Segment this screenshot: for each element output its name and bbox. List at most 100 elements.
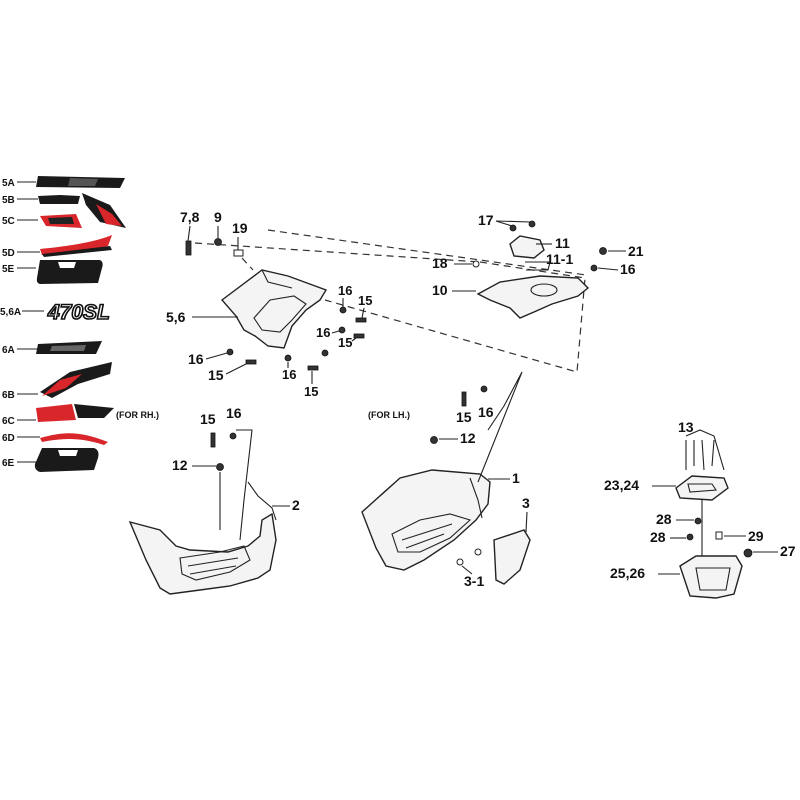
dashed-upper-line (267, 229, 587, 276)
decal-5a-lettering (68, 178, 98, 186)
callout-16-a: 16 (338, 283, 352, 298)
decal-label-5c: 5C (2, 216, 15, 227)
strip-11-1 (525, 261, 551, 271)
footwell-lh-ribs (401, 523, 453, 549)
dashed-tab-line (241, 257, 254, 271)
decal-label-6c: 6C (2, 416, 15, 427)
callout-15-f: 15 (456, 409, 472, 425)
footwell-lh-1 (361, 371, 531, 585)
screw-12-a (216, 463, 224, 471)
callout-1: 1 (512, 470, 520, 486)
callout-21: 21 (628, 243, 644, 259)
knob-27 (743, 548, 753, 558)
callout-12-b: 12 (460, 430, 476, 446)
callout-11-1: 11-1 (546, 251, 573, 267)
callout-28-a: 28 (656, 511, 672, 527)
leader-15-a (361, 307, 365, 319)
decal-label-5a: 5A (2, 178, 15, 189)
callout-15-c: 15 (208, 367, 224, 383)
callout-17: 17 (478, 212, 494, 228)
box-25-26-inner (695, 567, 731, 591)
callout-15-d: 15 (304, 384, 318, 399)
box-25-26 (679, 555, 743, 599)
note-for-rh: (FOR RH.) (116, 410, 159, 420)
washer-16-g (229, 432, 237, 440)
callout-13: 13 (678, 419, 694, 435)
footwell-rh-2 (128, 429, 277, 595)
grommet-3-1-b (456, 558, 464, 566)
callout-10: 10 (432, 282, 448, 298)
decal-6e-notch (58, 450, 78, 456)
footwell-lh-guard-line (477, 371, 523, 483)
callout-15-e: 15 (200, 411, 216, 427)
decal-label-56a: 5,6A (0, 307, 21, 318)
callout-27: 27 (780, 543, 796, 559)
leader-16-b (331, 330, 340, 334)
decal-5e-shape (36, 260, 103, 284)
side-cover-edge (261, 269, 293, 289)
grommet-3-1-a (474, 548, 482, 556)
leader-17-b (495, 220, 531, 223)
leader-3 (525, 511, 528, 533)
footwell-lh-floor (391, 513, 472, 553)
decal-label-6d: 6D (2, 433, 15, 444)
screw-21 (599, 247, 607, 255)
washer-16-f (590, 264, 598, 272)
footwell-lh-edge (469, 477, 483, 519)
callout-16-e: 16 (620, 261, 636, 277)
callout-16-d: 16 (282, 367, 296, 382)
decal-6c-shape (36, 404, 76, 422)
clip-18 (472, 260, 480, 268)
decal-6b-red-stripe (42, 374, 82, 396)
bracket-11 (509, 235, 545, 259)
storage-box-assembly (675, 429, 753, 599)
leader-17-a (495, 220, 513, 227)
washer-16-e (321, 349, 329, 357)
washer-16-h (480, 385, 488, 393)
center-cover-opening (530, 283, 558, 297)
leader-7-8 (187, 225, 191, 242)
bolt-15-d (307, 365, 319, 371)
callout-16-f: 16 (226, 405, 242, 421)
bolt-15-a (355, 317, 367, 323)
decal-6a-lettering (50, 345, 86, 351)
decal-list: 5A 5B 5C 5D 5E 5,6A 470SL 6A (0, 176, 126, 472)
callout-28-b: 28 (650, 529, 666, 545)
decal-5e-notch (58, 262, 76, 268)
decal-label-6a: 6A (2, 345, 15, 356)
callout-29: 29 (748, 528, 764, 544)
decal-label-6b: 6B (2, 390, 15, 401)
decal-label-5d: 5D (2, 248, 15, 259)
callout-19: 19 (232, 220, 248, 236)
footwell-rh-ribs (187, 557, 239, 575)
footwell-lh-body (361, 469, 491, 571)
center-cover-10 (472, 220, 607, 319)
footwell-rh-floor (179, 545, 251, 581)
decal-label-6e: 6E (2, 458, 15, 469)
screw-9 (214, 238, 222, 246)
callout-12-a: 12 (172, 457, 188, 473)
decal-label-5e: 5E (2, 264, 15, 275)
decal-5d-shape (40, 235, 112, 255)
callout-18: 18 (432, 255, 448, 271)
callout-16-c: 16 (188, 351, 204, 367)
footwell-rh-edge (247, 481, 277, 521)
callout-23-24: 23,24 (604, 477, 639, 493)
bolt-15-f (461, 391, 467, 407)
side-cover-body (220, 269, 328, 349)
decal-56a-lettering: 470SL (47, 301, 110, 324)
callout-7-8: 7,8 (180, 209, 200, 225)
decal-label-5b: 5B (2, 195, 15, 206)
leader-16-e (597, 267, 619, 271)
cover-3 (493, 529, 531, 585)
callout-9: 9 (214, 209, 222, 225)
clip-29 (715, 531, 723, 540)
screw-17-a (509, 224, 517, 232)
nut-19 (233, 249, 244, 257)
side-cover-recess (253, 295, 307, 333)
callout-15-b: 15 (338, 335, 352, 350)
decal-5b-shape (38, 195, 80, 204)
decal-5d-edge (42, 246, 112, 257)
lid-23-24 (675, 475, 729, 501)
